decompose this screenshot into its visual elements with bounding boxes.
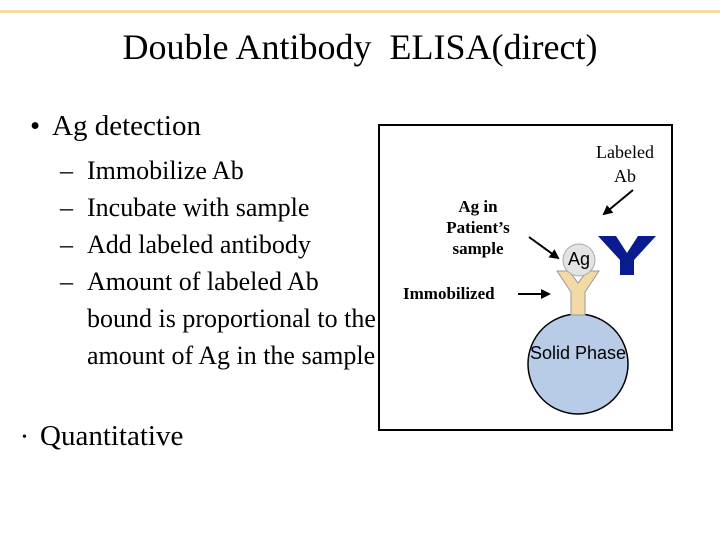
arrow-ag-sample [528,236,560,260]
label-immobilized: Immobilized [403,284,495,303]
immobilized-antibody-shape [556,270,600,316]
sub-bullet-text: Amount of labeled Ab bound is proportion… [87,267,376,370]
sub-bullet-add-labeled: – Add labeled antibody [60,226,387,263]
diagram-frame [378,124,673,431]
sub-bullet-amount: – Amount of labeled Ab bound is proporti… [60,263,387,374]
bullet-icon: • [30,110,41,142]
slide-title: Double Antibody ELISA(direct) [122,27,598,67]
label-ag-in-sample: Ag in Patient’s sample [446,197,510,258]
sub-bullet-immobilize: – Immobilize Ab [60,152,387,189]
label-ag: Ag [567,249,591,269]
sub-bullet-text: Immobilize Ab [87,156,244,185]
label-labeled-ab: Labeled Ab [596,142,654,186]
arrow-labeled-ab [602,189,634,216]
antigen-circle [562,243,596,277]
sub-bullet-list: – Immobilize Ab – Incubate with sample –… [60,152,387,374]
label-solid-phase: Solid Phase [529,343,627,363]
sub-bullet-text: Incubate with sample [87,193,310,222]
sub-bullet-incubate: – Incubate with sample [60,189,387,226]
dash-icon: – [60,156,73,185]
bullet-icon: • [22,430,27,446]
dash-icon: – [60,267,73,296]
bullet-label: Quantitative [40,420,184,452]
labeled-antibody-icon [598,236,656,275]
dash-icon: – [60,230,73,259]
sub-bullet-text: Add labeled antibody [87,230,311,259]
bullet-label: Ag detection [52,110,201,142]
bullet-ag-detection: • Ag detection [30,110,201,143]
bullet-quantitative: • Quantitative [22,420,183,453]
dash-icon: – [60,193,73,222]
top-accent-bar [0,10,720,13]
